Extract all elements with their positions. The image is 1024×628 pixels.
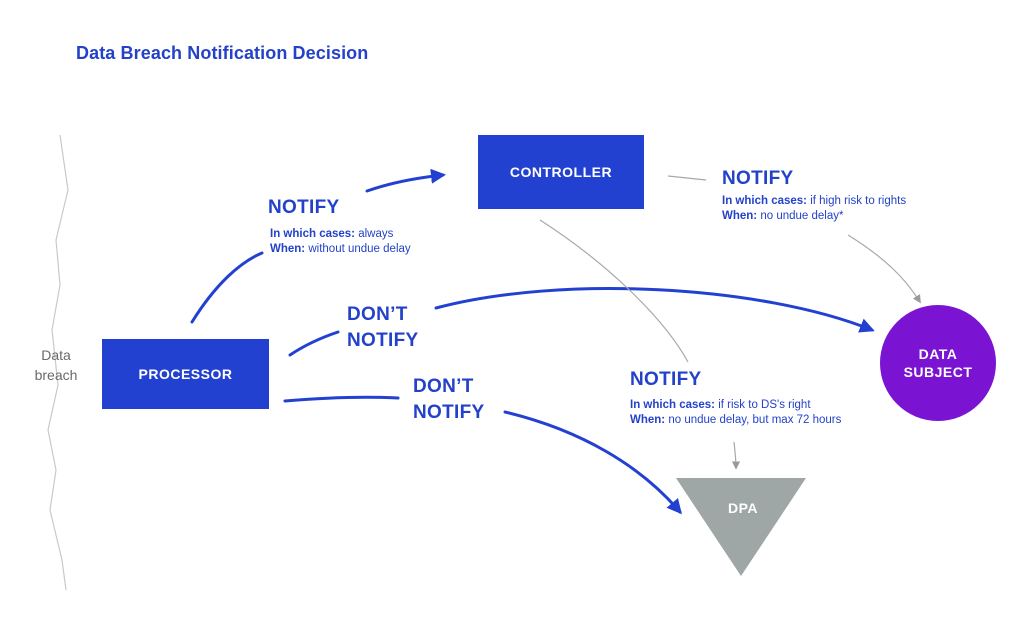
- edge-controller-to-subject-start: [667, 175, 707, 181]
- breach-boundary-line: [47, 134, 69, 591]
- edge-controller-to-dpa-arrow: [731, 441, 741, 470]
- notify-controller-details: In which cases: always When: without und…: [270, 227, 411, 257]
- data-breach-label: Data breach: [26, 345, 86, 385]
- data-subject-node: DATA SUBJECT: [880, 305, 996, 421]
- dpa-triangle: [676, 478, 806, 576]
- data-subject-label-line1: DATA: [918, 346, 958, 362]
- data-subject-label-line2: SUBJECT: [903, 364, 973, 380]
- notify-subject-cases-value: if high risk to rights: [810, 195, 907, 207]
- notify-dpa-action: NOTIFY: [630, 369, 702, 390]
- data-breach-label-line2: breach: [34, 367, 78, 383]
- data-breach-label-line1: Data: [41, 347, 71, 363]
- notify-controller-when-value: without undue delay: [308, 243, 411, 255]
- notify-subject-cases-label: In which cases:: [722, 195, 808, 207]
- dont-notify-subject-line1: DON’T: [347, 304, 408, 325]
- notify-subject-when-value: no undue delay*: [760, 210, 844, 222]
- page-title: Data Breach Notification Decision: [76, 43, 369, 63]
- edge-processor-to-subject-start: [288, 330, 340, 357]
- notify-dpa-cases-label: In which cases:: [630, 399, 716, 411]
- edge-controller-to-subject-arrow: [847, 234, 921, 304]
- edge-processor-to-dpa-start: [283, 395, 400, 403]
- edge-processor-to-subject-arrow: [434, 287, 875, 333]
- notify-subject-when-label: When:: [722, 210, 758, 222]
- dont-notify-dpa-line1: DON’T: [413, 376, 474, 397]
- dpa-label: DPA: [727, 500, 759, 516]
- notify-dpa-when-label: When:: [630, 414, 666, 426]
- dont-notify-dpa-line2: NOTIFY: [413, 402, 485, 423]
- notify-controller-action: NOTIFY: [268, 197, 340, 218]
- edge-processor-to-dpa-arrow: [503, 410, 682, 515]
- dont-notify-subject-line2: NOTIFY: [347, 330, 419, 351]
- dont-notify-subject-action: DON’T NOTIFY: [347, 302, 418, 354]
- dont-notify-dpa-action: DON’T NOTIFY: [413, 374, 484, 426]
- notify-controller-cases-value: always: [358, 228, 394, 240]
- processor-label: PROCESSOR: [138, 366, 233, 382]
- notify-dpa-details: In which cases: if risk to DS's right Wh…: [630, 398, 841, 428]
- notify-controller-when-label: When:: [270, 243, 306, 255]
- notify-subject-action: NOTIFY: [722, 168, 794, 189]
- controller-label: CONTROLLER: [509, 164, 613, 180]
- notify-dpa-when-value: no undue delay, but max 72 hours: [668, 414, 842, 426]
- edge-processor-to-controller: [190, 251, 264, 324]
- notify-controller-cases-label: In which cases:: [270, 228, 356, 240]
- edge-processor-to-controller-arrow: [365, 168, 446, 193]
- edge-controller-to-dpa-start: [539, 219, 689, 363]
- controller-node: CONTROLLER: [478, 135, 644, 209]
- notify-subject-details: In which cases: if high risk to rights W…: [722, 194, 906, 224]
- notify-dpa-cases-value: if risk to DS's right: [718, 399, 811, 411]
- processor-node: PROCESSOR: [102, 339, 269, 409]
